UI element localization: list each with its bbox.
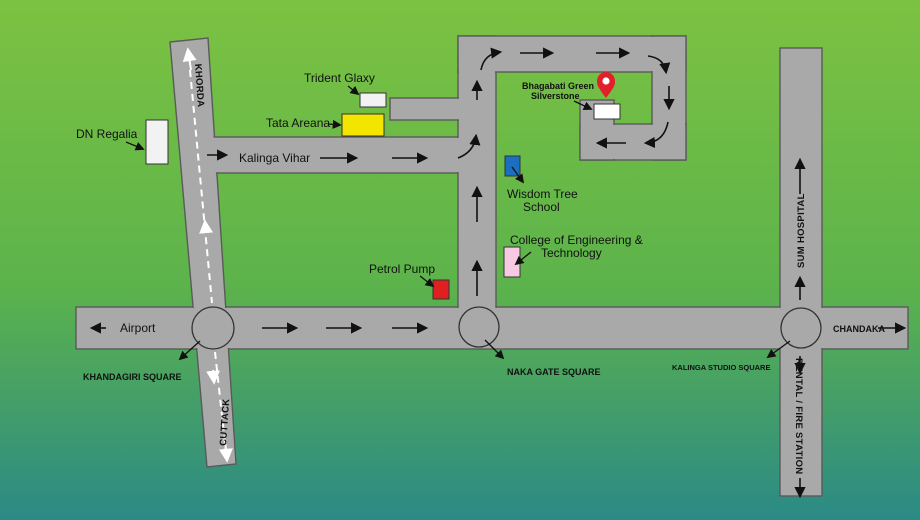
sum-hospital-label: SUM HOSPITAL	[796, 193, 807, 268]
location-pin-icon	[597, 72, 615, 98]
khorda-mid-arrow	[199, 219, 214, 234]
wisdom-tree-label-line1: Wisdom Tree	[507, 187, 578, 201]
kalinga-studio-pointer	[766, 340, 791, 359]
kalinga-vihar-label: Kalinga Vihar	[239, 151, 310, 165]
khorda-dashed-line	[189, 69, 213, 304]
loop-corner-arrow	[480, 47, 503, 71]
direction-arrows	[89, 47, 907, 499]
tata-areana-label: Tata Areana	[266, 116, 330, 130]
petrol-pointer	[419, 275, 435, 288]
kalinga-studio-square-label: KALINGA STUDIO SQUARE	[672, 363, 770, 372]
trident-glaxy-building	[359, 92, 387, 108]
callout-arrows	[125, 85, 791, 361]
tata-pointer	[327, 119, 342, 129]
bhagabati-building	[593, 103, 621, 120]
college-label-line2: Technology	[541, 246, 602, 260]
kalinga-studio-roundabout	[780, 307, 822, 349]
bhagabati-label-line2: Silverstone	[531, 91, 580, 101]
dn-regalia-pointer	[125, 141, 145, 151]
petrol-pump-building	[432, 279, 450, 300]
dn-regalia-building	[145, 119, 169, 165]
loop-corner-arrow	[647, 55, 671, 75]
road-network	[75, 35, 909, 497]
chandaka-label: CHANDAKA	[833, 324, 885, 334]
trident-pointer	[347, 85, 360, 96]
khorda-label: KHORDA	[192, 63, 206, 107]
wisdom-tree-building	[504, 155, 521, 177]
bhagabati-pointer	[573, 100, 593, 111]
airport-label: Airport	[120, 321, 156, 335]
trident-glaxy-label: Trident Glaxy	[304, 71, 375, 85]
college-pointer	[514, 251, 532, 266]
naka-gate-square-label: NAKA GATE SQUARE	[507, 367, 601, 377]
tata-areana-building	[341, 113, 385, 137]
khandagiri-square-label: KHANDAGIRI SQUARE	[83, 372, 182, 382]
cuttack-label: CUTTACK	[218, 398, 232, 446]
bhagabati-label-line1: Bhagabati Green	[522, 81, 594, 91]
cuttack-mid-arrow	[206, 369, 221, 385]
naka-gate-roundabout	[458, 306, 500, 348]
naka-gate-pointer	[484, 339, 505, 360]
wisdom-tree-label-line2: School	[523, 200, 560, 214]
petrol-pump-label: Petrol Pump	[369, 262, 435, 276]
cuttack-dashed-line	[214, 351, 227, 453]
khandagiri-roundabout	[191, 306, 235, 350]
dn-regalia-label: DN Regalia	[76, 127, 138, 141]
loop-curve-arrow	[457, 133, 481, 159]
khorda-up-arrow	[182, 47, 197, 71]
loop-corner-arrow	[643, 121, 669, 149]
cuttack-down-arrow	[218, 439, 233, 463]
wisdom-pointer	[511, 166, 525, 184]
college-label-line1: College of Engineering &	[510, 233, 643, 247]
khandagiri-pointer	[178, 340, 201, 361]
rental-fire-station-label: RENTAL / FIRE STATION	[793, 358, 804, 474]
